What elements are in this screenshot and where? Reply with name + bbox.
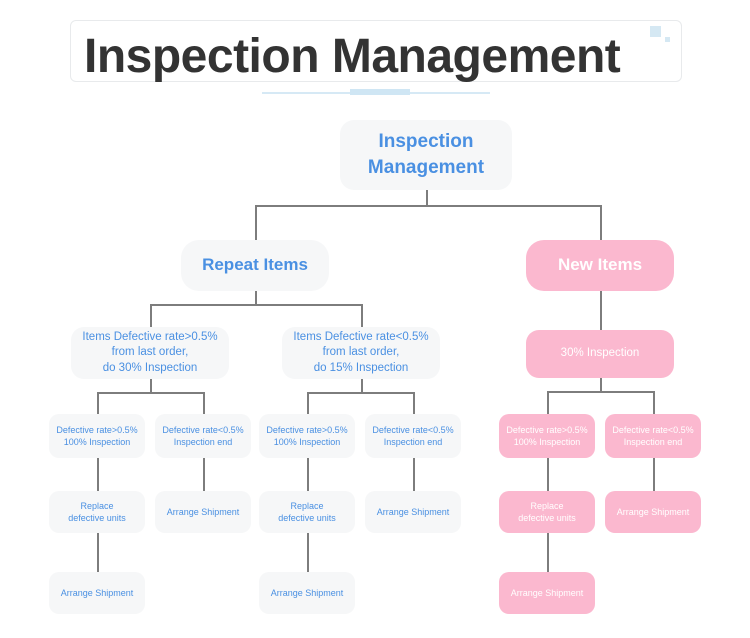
connector-new-30-down [600, 378, 602, 392]
node-repeat-high-arrange-shipment[interactable]: Arrange Shipment [155, 491, 251, 533]
connector-new-fail-to-replace [547, 458, 549, 491]
connector-to-new-items [600, 205, 602, 240]
connector-repeat-high-pass-to-ship [203, 458, 205, 491]
decoration-square-small-icon [665, 37, 670, 42]
connector-repeat-bus [150, 304, 362, 306]
connector-repeat-high-fail-to-replace [97, 458, 99, 491]
node-repeat-low-defect-fail[interactable]: Defective rate>0.5% 100% Inspection [259, 414, 355, 458]
node-repeat-items[interactable]: Repeat Items [181, 240, 329, 291]
connector-new-bus [547, 391, 653, 393]
node-repeat-high-defect-fail[interactable]: Defective rate>0.5% 100% Inspection [49, 414, 145, 458]
node-new-defect-pass[interactable]: Defective rate<0.5% Inspection end [605, 414, 701, 458]
connector-repeat-high-replace-to-ship [97, 533, 99, 572]
connector-to-repeat-items [255, 205, 257, 240]
connector-repeat-low-fail-to-replace [307, 458, 309, 491]
connector-repeat-low-to-pass [413, 392, 415, 414]
node-new-arrange-shipment[interactable]: Arrange Shipment [605, 491, 701, 533]
connector-new-replace-to-ship [547, 533, 549, 572]
decoration-square-large-icon [650, 26, 661, 37]
title-frame [70, 20, 682, 82]
connector-new-to-fail [547, 391, 549, 414]
connector-repeat-low-pass-to-ship [413, 458, 415, 491]
node-repeat-low-arrange-shipment[interactable]: Arrange Shipment [365, 491, 461, 533]
node-repeat-low-final-shipment[interactable]: Arrange Shipment [259, 572, 355, 614]
node-repeat-high-replace-units[interactable]: Replace defective units [49, 491, 145, 533]
page-title: Inspection Management [84, 29, 621, 83]
connector-new-items-down [600, 291, 602, 330]
connector-repeat-low-bus [307, 392, 413, 394]
connector-repeat-low-replace-to-ship [307, 533, 309, 572]
connector-new-pass-to-ship [653, 458, 655, 491]
connector-repeat-high-down [150, 379, 152, 393]
node-repeat-defective-high[interactable]: Items Defective rate>0.5% from last orde… [71, 327, 229, 379]
connector-repeat-high-to-fail [97, 392, 99, 414]
node-new-final-shipment[interactable]: Arrange Shipment [499, 572, 595, 614]
node-new-replace-units[interactable]: Replace defective units [499, 491, 595, 533]
node-repeat-low-replace-units[interactable]: Replace defective units [259, 491, 355, 533]
node-repeat-low-defect-pass[interactable]: Defective rate<0.5% Inspection end [365, 414, 461, 458]
connector-root-down [426, 190, 428, 206]
node-new-items[interactable]: New Items [526, 240, 674, 291]
node-repeat-defective-low[interactable]: Items Defective rate<0.5% from last orde… [282, 327, 440, 379]
connector-repeat-low-to-fail [307, 392, 309, 414]
node-inspection-management-root[interactable]: Inspection Management [340, 120, 512, 190]
node-new-30-percent-inspection[interactable]: 30% Inspection [526, 330, 674, 378]
connector-repeat-low-down [361, 379, 363, 393]
connector-to-repeat-high [150, 304, 152, 327]
connector-new-to-pass [653, 391, 655, 414]
connector-level1-bus [255, 205, 602, 207]
node-repeat-high-final-shipment[interactable]: Arrange Shipment [49, 572, 145, 614]
connector-repeat-high-to-pass [203, 392, 205, 414]
connector-repeat-items-down [255, 291, 257, 305]
node-repeat-high-defect-pass[interactable]: Defective rate<0.5% Inspection end [155, 414, 251, 458]
connector-repeat-high-bus [97, 392, 204, 394]
node-new-defect-fail[interactable]: Defective rate>0.5% 100% Inspection [499, 414, 595, 458]
title-underline-accent [350, 89, 410, 95]
connector-to-repeat-low [361, 304, 363, 327]
